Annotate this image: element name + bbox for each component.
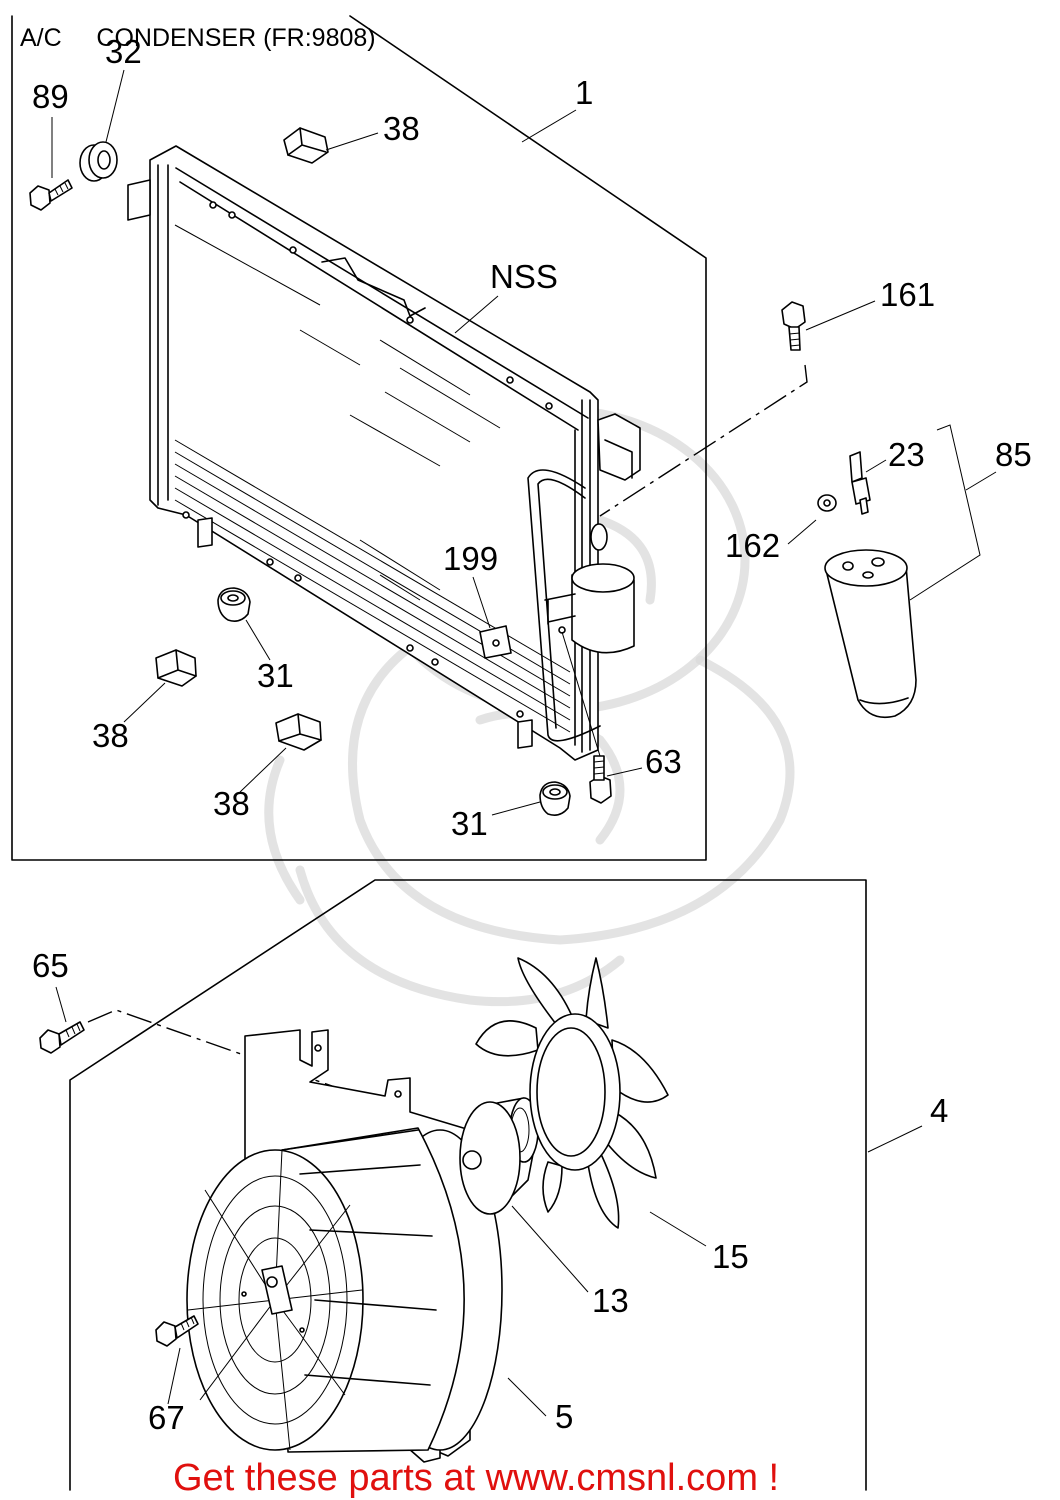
part-label-199[interactable]: 199 — [443, 540, 498, 577]
clip-38-top[interactable] — [283, 127, 329, 164]
part-label-23[interactable]: 23 — [888, 436, 925, 473]
diagram-title: A/C CONDENSER (FR:9808) — [20, 24, 376, 52]
part-label-85[interactable]: 85 — [995, 436, 1032, 473]
leader-line-162 — [787, 519, 817, 545]
clip-38-left[interactable] — [155, 649, 197, 687]
leader-line-38-top — [325, 132, 379, 151]
bolt-65[interactable] — [39, 1021, 85, 1054]
grommet-31-bottom[interactable] — [539, 781, 571, 816]
part-label-89[interactable]: 89 — [32, 78, 69, 115]
part-label-65[interactable]: 65 — [32, 947, 69, 984]
fan-motor-5[interactable] — [186, 1029, 503, 1463]
part-label-32[interactable]: 32 — [105, 33, 142, 70]
part-label-nss[interactable]: NSS — [490, 258, 558, 295]
part-label-5[interactable]: 5 — [555, 1398, 573, 1435]
leader-line-85 — [965, 471, 997, 491]
leader-line-nss — [454, 295, 499, 334]
footer-link-text: Get these parts at www.cmsnl.com ! — [173, 1457, 779, 1499]
leader-line-38-left — [123, 682, 166, 723]
part-label-1[interactable]: 1 — [575, 74, 593, 111]
leader-line-31-bottom — [491, 801, 541, 816]
leader-line-161 — [805, 300, 876, 331]
leader-line-65 — [55, 986, 67, 1023]
condenser[interactable] — [127, 145, 641, 761]
bracket-85 — [909, 424, 981, 601]
leader-line-38-bottom — [239, 747, 287, 793]
leader-line-63 — [606, 767, 643, 777]
leader-line-4 — [867, 1125, 923, 1153]
part-label-38-left[interactable]: 38 — [92, 717, 129, 754]
leader-line-199 — [472, 576, 491, 629]
leader-line-31-top — [245, 619, 271, 661]
motor-pulley-13[interactable] — [459, 1097, 539, 1215]
valve-23[interactable] — [849, 451, 871, 515]
part-label-161[interactable]: 161 — [880, 276, 935, 313]
part-label-162[interactable]: 162 — [725, 527, 780, 564]
grommet-32[interactable] — [79, 141, 118, 182]
plate-199[interactable] — [479, 625, 512, 659]
upper-panel-border — [11, 15, 707, 861]
washer-162[interactable] — [817, 494, 837, 512]
leader-line-63-link — [561, 631, 601, 757]
leader-line-13 — [511, 1205, 589, 1293]
receiver-drier-85[interactable] — [824, 549, 917, 719]
bolt-63[interactable] — [589, 755, 612, 804]
part-label-31-bottom[interactable]: 31 — [451, 805, 488, 842]
leader-line-5 — [507, 1377, 547, 1417]
fan-blade-15[interactable] — [475, 957, 669, 1229]
part-label-38-top[interactable]: 38 — [383, 110, 420, 147]
bolt-161[interactable] — [781, 301, 806, 351]
part-label-63[interactable]: 63 — [645, 743, 682, 780]
leader-line-1 — [521, 109, 577, 143]
part-label-31-top[interactable]: 31 — [257, 657, 294, 694]
part-label-38-bottom[interactable]: 38 — [213, 785, 250, 822]
leader-line-67 — [167, 1347, 181, 1405]
bolt-89[interactable] — [29, 179, 73, 211]
part-label-4[interactable]: 4 — [930, 1092, 948, 1129]
leader-line-32 — [105, 69, 125, 143]
clip-38-bottom[interactable] — [275, 713, 322, 751]
part-label-67[interactable]: 67 — [148, 1399, 185, 1436]
leader-line-23 — [865, 459, 887, 473]
leader-line-15 — [649, 1211, 707, 1247]
part-label-15[interactable]: 15 — [712, 1238, 749, 1275]
part-label-13[interactable]: 13 — [592, 1282, 629, 1319]
grommet-31-top[interactable] — [217, 587, 251, 622]
centerline-161 — [599, 364, 808, 517]
bolt-67[interactable] — [155, 1315, 199, 1347]
lower-panel-border — [69, 879, 867, 1491]
